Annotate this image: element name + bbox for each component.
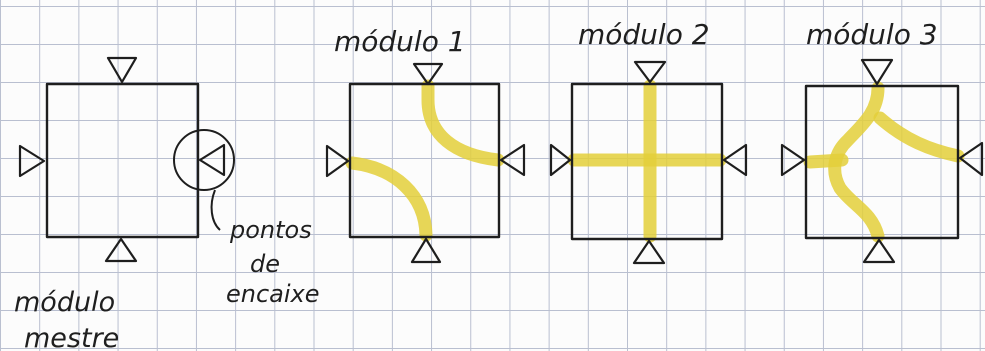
connection-point-right	[499, 143, 526, 177]
connection-point-left	[780, 143, 806, 177]
connection-point-left	[549, 143, 572, 177]
pointer-stroke	[210, 189, 221, 231]
module-3-track-left-stub	[803, 153, 849, 169]
connection-point-right	[722, 143, 748, 177]
module-3: módulo 3	[780, 18, 984, 264]
connection-point-left	[18, 144, 46, 178]
highlight-circle	[173, 129, 235, 191]
connection-point-bottom	[104, 237, 138, 263]
connection-point-top	[106, 56, 138, 84]
module-2: módulo 2	[549, 18, 748, 265]
connection-point-bottom	[632, 239, 666, 265]
module-1-label: módulo 1	[334, 25, 466, 58]
module-3-square	[804, 84, 960, 240]
master-module: módulo mestre pontos de encaixe	[14, 56, 320, 351]
module-1-track-left-bottom	[345, 156, 433, 242]
connection-points-label-line1: pontos	[229, 216, 312, 244]
module-2-label: módulo 2	[578, 18, 710, 51]
master-module-square	[45, 82, 200, 239]
connection-point-top	[633, 60, 667, 84]
connection-point-left	[325, 144, 350, 178]
module-2-square	[570, 82, 724, 241]
connection-point-right	[958, 141, 984, 177]
module-3-track-right-branch	[873, 111, 965, 163]
master-label-line2: mestre	[24, 323, 119, 351]
connection-point-right	[198, 143, 226, 177]
module-1-track-top-right	[421, 79, 505, 167]
connection-points-label-line2: de	[250, 250, 280, 278]
connection-point-top	[412, 62, 444, 86]
connection-point-top	[860, 58, 894, 86]
module-3-label: módulo 3	[806, 18, 938, 51]
module-1: módulo 1	[325, 25, 526, 264]
connection-points-label-line3: encaixe	[226, 280, 320, 308]
master-label-line1: módulo	[14, 287, 115, 318]
connection-point-bottom	[410, 237, 442, 264]
module-1-square	[348, 82, 501, 239]
connection-point-bottom	[862, 238, 896, 264]
